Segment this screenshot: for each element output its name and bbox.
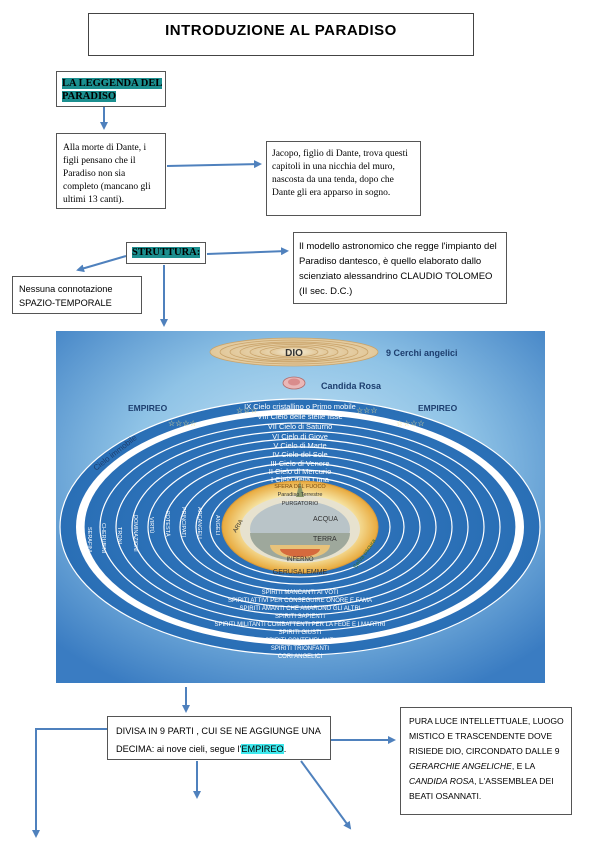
dio-label: DIO	[285, 348, 303, 359]
legend-label-text: LA LEGGENDA DEL PARADISO	[62, 78, 163, 102]
angelic-orders: SERAFINI CHERUBINI TRONI DOMINAZIONI VIR…	[86, 507, 220, 554]
pura-text-3: , L'ASSEMBLEA DEI BEATI OSANNATI.	[409, 776, 554, 801]
arrow-divisa-down-2	[300, 760, 352, 830]
purgatorio-label: PURGATORIO	[282, 501, 319, 507]
struttura-label: STRUTTURA:	[132, 247, 201, 258]
rosa-icon	[282, 376, 306, 390]
angel-label-1: SERAFINI	[86, 527, 92, 553]
pura-luce-text: PURA LUCE INTELLETTUALE, LUOGO MISTICO E…	[409, 714, 567, 804]
acqua-label: ACQUA	[313, 516, 338, 523]
pura-text-1: PURA LUCE INTELLETTUALE, LUOGO MISTICO E…	[409, 716, 564, 756]
empireo-right-label: EMPIREO	[418, 403, 458, 413]
paradise-cosmology-diagram: DIO 9 Cerchi angelici Candida Rosa EMPIR…	[56, 331, 545, 683]
death-text: Alla morte di Dante, i figli pensano che…	[63, 143, 151, 205]
spirit-label-4: SPIRITI SAPIENTI	[275, 614, 325, 620]
spirit-label-7: SPIRITI CONTEMPLANTI	[265, 638, 335, 644]
arrow-divisa-left-down	[32, 728, 107, 838]
dio-circles	[209, 337, 379, 367]
angel-label-4: DOMINAZIONI	[132, 515, 138, 552]
heaven-label-8: VIII Cielo delle stelle fisse	[257, 412, 342, 421]
spirit-label-2: SPIRITI ATTIVI PER CONSEGUIRE ONORE E FA…	[228, 598, 372, 604]
divisa-text: DIVISA IN 9 PARTI , CUI SE NE AGGIUNGE U…	[116, 722, 326, 758]
svg-text:☆☆☆☆: ☆☆☆☆	[168, 419, 197, 428]
divisa-box: DIVISA IN 9 PARTI , CUI SE NE AGGIUNGE U…	[107, 716, 331, 760]
rosa-label: Candida Rosa	[321, 381, 382, 391]
struttura-box: STRUTTURA:	[126, 242, 206, 264]
struttura-label-text: STRUTTURA:	[132, 247, 201, 258]
paradiso-terrestre-label: Paradiso Terrestre	[278, 492, 323, 498]
earth-core	[221, 480, 379, 574]
divisa-end: .	[283, 744, 287, 754]
heaven-label-7: VII Cielo di Saturno	[268, 422, 333, 431]
angel-label-6: POTESTÀ	[164, 511, 171, 537]
legend-box: LA LEGGENDA DEL PARADISO	[56, 71, 166, 107]
spirit-labels: SPIRITI MANCANTI AI VOTI SPIRITI ATTIVI …	[214, 590, 385, 660]
pura-italic-2: CANDIDA ROSA	[409, 776, 475, 786]
heaven-label-6: VI Cielo di Giove	[272, 432, 328, 441]
divisa-main-text: DIVISA IN 9 PARTI , CUI SE NE AGGIUNGE U…	[116, 726, 321, 754]
angel-label-7: PRINCIPATI	[180, 507, 186, 538]
no-connotation-box: Nessuna connotazione SPAZIO-TEMPORALE	[12, 276, 142, 314]
fixed-stars: ☆☆☆☆ ☆☆☆☆ ☆☆☆ ☆☆☆	[168, 406, 425, 428]
heaven-label-9: IX Cielo cristallino o Primo mobile	[244, 402, 356, 411]
jacopo-text: Jacopo, figlio di Dante, trova questi ca…	[272, 149, 408, 198]
heaven-label-4: IV Cielo del Sole	[272, 450, 327, 459]
svg-text:☆☆☆☆: ☆☆☆☆	[396, 419, 425, 428]
gerusalemme-label: GERUSALEMME	[273, 569, 328, 576]
terra-label: TERRA	[313, 536, 337, 543]
title-box: INTRODUZIONE AL PARADISO	[88, 13, 474, 56]
spirit-label-5: SPIRITI MILITANTI COMBATTENTI PER LA FED…	[214, 622, 385, 628]
model-text: Il modello astronomico che regge l'impia…	[299, 241, 497, 297]
svg-text:☆☆☆: ☆☆☆	[356, 406, 378, 415]
spirit-label-6: SPIRITI GIUSTI	[279, 630, 322, 636]
arrow-death-to-jacopo	[166, 160, 262, 169]
arrow-struttura-to-nocon	[76, 255, 127, 273]
spirit-label-3: SPIRITI AMANTI CHE AMARONO GLI ALTRI	[240, 606, 361, 612]
angel-label-9: ANGELI	[214, 515, 220, 536]
inferno-label: INFERNO	[287, 557, 314, 563]
heaven-label-1: I Cielo della Luna	[271, 475, 330, 484]
heaven-label-2: II Cielo di Mercurio	[269, 467, 332, 476]
pura-luce-box: PURA LUCE INTELLETTUALE, LUOGO MISTICO E…	[400, 707, 572, 815]
no-connotation-text: Nessuna connotazione SPAZIO-TEMPORALE	[19, 284, 113, 308]
heaven-label-5: V Cielo di Marte	[273, 441, 326, 450]
pura-italic-1: GERARCHIE ANGELICHE	[409, 761, 512, 771]
death-box: Alla morte di Dante, i figli pensano che…	[56, 133, 166, 209]
empireo-highlight: EMPIREO	[241, 744, 284, 754]
heaven-label-3: III Cielo di Venere	[270, 459, 329, 468]
angel-label-5: VIRTÙ	[148, 517, 155, 533]
svg-text:☆☆☆: ☆☆☆	[236, 406, 258, 415]
spirit-label-8: SPIRITI TRIONFANTI	[271, 646, 330, 652]
model-box: Il modello astronomico che regge l'impia…	[293, 232, 507, 304]
spirit-label-9: CORI ANGELICI	[278, 654, 323, 660]
spirit-label-1: SPIRITI MANCANTI AI VOTI	[262, 590, 339, 596]
page-title: INTRODUZIONE AL PARADISO	[165, 22, 397, 39]
arrow-struttura-to-model	[206, 247, 289, 256]
angel-label-3: TRONI	[116, 527, 122, 545]
jacopo-box: Jacopo, figlio di Dante, trova questi ca…	[266, 141, 421, 216]
angel-label-8: ARCANGELI	[196, 507, 202, 539]
sfera-fuoco-label: SFERA DEL FUOCO	[274, 484, 326, 490]
heaven-labels: IX Cielo cristallino o Primo mobile VIII…	[244, 402, 356, 484]
pura-text-2: , E LA	[511, 761, 535, 771]
legend-label: LA LEGGENDA DEL PARADISO	[62, 77, 165, 103]
empireo-left-label: EMPIREO	[128, 403, 168, 413]
angel-label-2: CHERUBINI	[100, 523, 106, 554]
cerchi-label: 9 Cerchi angelici	[386, 348, 458, 358]
